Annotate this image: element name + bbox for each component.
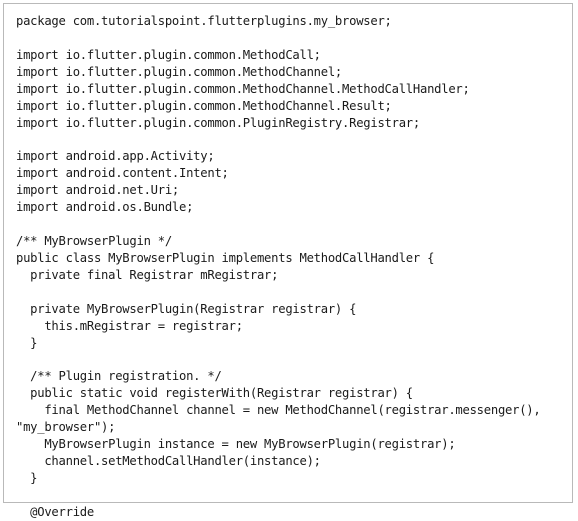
code-line: import android.app.Activity; xyxy=(16,149,215,164)
code-block: package com.tutorialspoint.flutterplugin… xyxy=(3,3,573,519)
code-line: package com.tutorialspoint.flutterplugin… xyxy=(16,14,392,28)
code-line: channel.setMethodCallHandler(instance); xyxy=(16,453,321,468)
code-line: } xyxy=(16,335,38,350)
code-line xyxy=(16,487,540,504)
code-line xyxy=(16,216,540,233)
code-line: private final Registrar mRegistrar; xyxy=(16,267,279,282)
code-line: public class MyBrowserPlugin implements … xyxy=(16,250,435,265)
code-line: @Override xyxy=(16,504,94,519)
code-line: public static void registerWith(Registra… xyxy=(16,386,413,401)
code-line xyxy=(16,30,540,47)
code-line: MyBrowserPlugin instance = new MyBrowser… xyxy=(16,437,456,452)
code-line: import io.flutter.plugin.common.MethodCh… xyxy=(16,98,392,113)
code-line: this.mRegistrar = registrar; xyxy=(16,318,243,333)
code-line: import android.content.Intent; xyxy=(16,166,229,181)
code-line xyxy=(16,351,540,368)
code-line xyxy=(16,131,540,148)
code-line: import android.net.Uri; xyxy=(16,183,180,198)
code-line: import io.flutter.plugin.common.MethodCh… xyxy=(16,81,470,96)
code-line: import io.flutter.plugin.common.MethodCh… xyxy=(16,64,343,79)
code-line: /** MyBrowserPlugin */ xyxy=(16,233,172,248)
code-line: final MethodChannel channel = new Method… xyxy=(16,403,541,418)
code-line: import android.os.Bundle; xyxy=(16,200,194,215)
code-line: /** Plugin registration. */ xyxy=(16,369,222,384)
code-line xyxy=(16,284,540,301)
code-line: "my_browser"); xyxy=(16,420,116,435)
code-line: import io.flutter.plugin.common.PluginRe… xyxy=(16,115,420,130)
code-line: private MyBrowserPlugin(Registrar regist… xyxy=(16,301,357,316)
code-line: import io.flutter.plugin.common.MethodCa… xyxy=(16,47,321,62)
code-line: } xyxy=(16,470,38,485)
code-text: package com.tutorialspoint.flutterplugin… xyxy=(16,13,541,521)
